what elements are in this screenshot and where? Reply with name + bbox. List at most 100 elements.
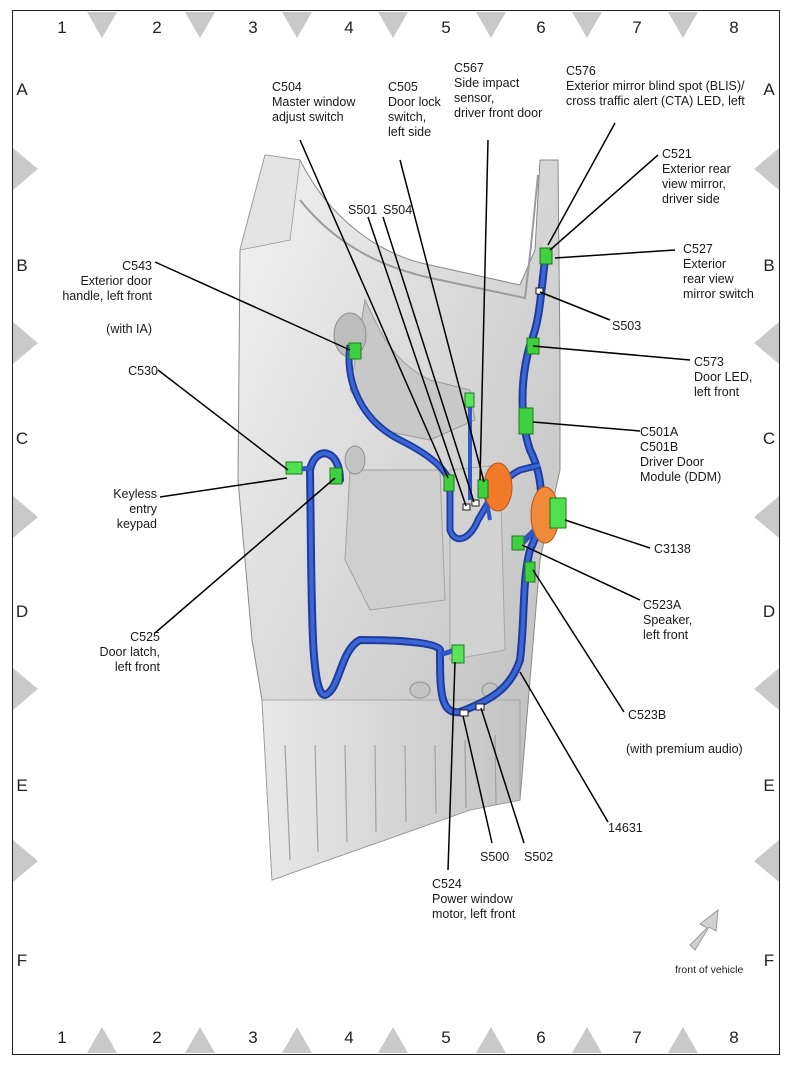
label-line: Power window <box>432 892 514 906</box>
grid-col-bottom-6: 6 <box>536 1028 545 1047</box>
grid-row-right-D: D <box>763 602 775 621</box>
grid-col-bottom-2: 2 <box>152 1028 161 1047</box>
label-line: Exterior rear <box>662 162 731 176</box>
grid-row-left-F: F <box>17 951 27 970</box>
grid-col-bottom-7: 7 <box>632 1028 641 1047</box>
label-line: left front <box>115 660 161 674</box>
grid-row-right-F: F <box>764 951 774 970</box>
label-line: motor, left front <box>432 907 516 921</box>
label-line: entry <box>129 502 158 516</box>
connectors <box>285 247 567 717</box>
grid-row-right-B: B <box>763 256 774 275</box>
grid-row-right-A: A <box>763 80 775 99</box>
connector-c504 <box>443 474 455 492</box>
grid-col-top-3: 3 <box>248 18 257 37</box>
label-line: mirror switch <box>683 287 754 301</box>
grid-col-top-7: 7 <box>632 18 641 37</box>
label-line: Exterior <box>683 257 726 271</box>
connector-c530 <box>285 461 303 475</box>
label-line: Driver Door <box>640 455 704 469</box>
leader-lines <box>154 122 691 871</box>
label-line: S501 <box>348 203 377 217</box>
grid-col-top-2: 2 <box>152 18 161 37</box>
label-line: Speaker, <box>643 613 692 627</box>
label-line: C523B <box>628 708 666 722</box>
label-line: Side impact <box>454 76 520 90</box>
grid-col-bottom-4: 4 <box>344 1028 353 1047</box>
grid-row-left-B: B <box>16 256 27 275</box>
label-c543-note: (with IA) <box>106 322 152 336</box>
grid-row-left-E: E <box>16 776 27 795</box>
grid-col-top-1: 1 <box>57 18 66 37</box>
label-line: driver side <box>662 192 720 206</box>
connector-c505 <box>477 479 489 499</box>
label-line: (with premium audio) <box>626 742 743 756</box>
label-line: S504 <box>383 203 412 217</box>
grid-col-top-5: 5 <box>441 18 450 37</box>
label-line: C501A <box>640 425 679 439</box>
label-line: Keyless <box>113 487 157 501</box>
label-line: Door lock <box>388 95 442 109</box>
grid-row-left-A: A <box>16 80 28 99</box>
label-line: C576 <box>566 64 596 78</box>
splice-s504 <box>471 499 480 507</box>
grid-col-top-8: 8 <box>729 18 738 37</box>
grid-col-top-4: 4 <box>344 18 353 37</box>
label-14631: 14631 <box>608 821 643 835</box>
label-line: C501B <box>640 440 678 454</box>
label-line: sensor, <box>454 91 494 105</box>
door-grommets <box>483 462 560 544</box>
grid-row-left-D: D <box>16 602 28 621</box>
connector-c567 <box>464 392 475 408</box>
label-line: view mirror, <box>662 177 726 191</box>
label-line: left front <box>643 628 689 642</box>
label-line: Exterior door <box>80 274 152 288</box>
label-line: C543 <box>122 259 152 273</box>
label-line: Door LED, <box>694 370 752 384</box>
label-c523b: C523B <box>628 708 666 722</box>
label-line: C524 <box>432 877 462 891</box>
grid-col-bottom-8: 8 <box>729 1028 738 1047</box>
label-s504: S504 <box>383 203 412 217</box>
grid-col-bottom-1: 1 <box>57 1028 66 1047</box>
label-line: S502 <box>524 850 553 864</box>
label-line: adjust switch <box>272 110 344 124</box>
connector-c524 <box>451 644 465 664</box>
label-line: left side <box>388 125 431 139</box>
label-line: C567 <box>454 61 484 75</box>
label-line: keypad <box>117 517 157 531</box>
door-inner-panel <box>237 154 561 881</box>
label-line: C505 <box>388 80 418 94</box>
label-s503: S503 <box>612 319 641 333</box>
label-line: rear view <box>683 272 735 286</box>
label-s500: S500 <box>480 850 509 864</box>
label-s502: S502 <box>524 850 553 864</box>
grid-col-top-6: 6 <box>536 18 545 37</box>
grid-row-right-E: E <box>763 776 774 795</box>
label-line: Module (DDM) <box>640 470 721 484</box>
label-line: left front <box>694 385 740 399</box>
connector-c3138 <box>549 497 567 529</box>
label-line: (with IA) <box>106 322 152 336</box>
label-line: switch, <box>388 110 426 124</box>
grid-column-labels-top: 1 2 3 4 5 6 7 8 <box>57 18 738 37</box>
label-line: S503 <box>612 319 641 333</box>
label-line: C3138 <box>654 542 691 556</box>
label-line: C504 <box>272 80 302 94</box>
